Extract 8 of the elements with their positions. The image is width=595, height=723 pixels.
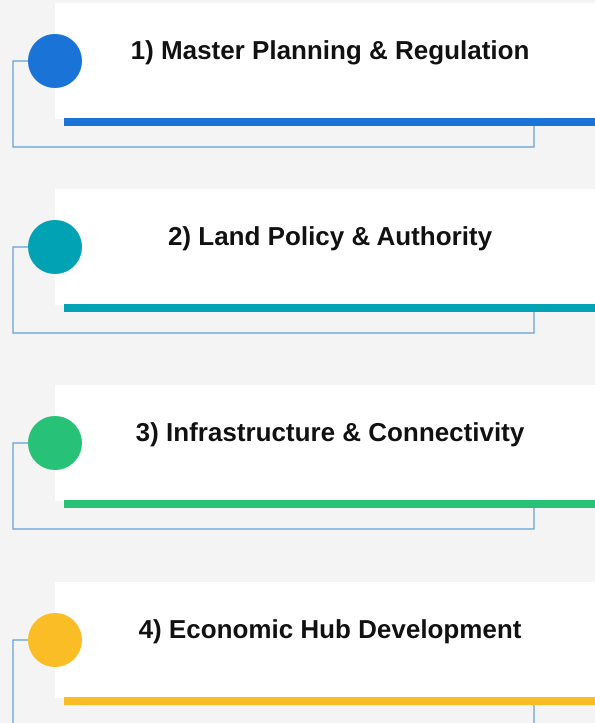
step-title: 2) Land Policy & Authority bbox=[166, 220, 494, 253]
step-title: 3) Infrastructure & Connectivity bbox=[134, 416, 526, 449]
step-card bbox=[55, 189, 595, 305]
step-card bbox=[55, 582, 595, 698]
step-title: 4) Economic Hub Development bbox=[138, 613, 522, 646]
step-title: 1) Master Planning & Regulation bbox=[130, 34, 530, 67]
step-card bbox=[55, 3, 595, 119]
step-card bbox=[55, 385, 595, 501]
